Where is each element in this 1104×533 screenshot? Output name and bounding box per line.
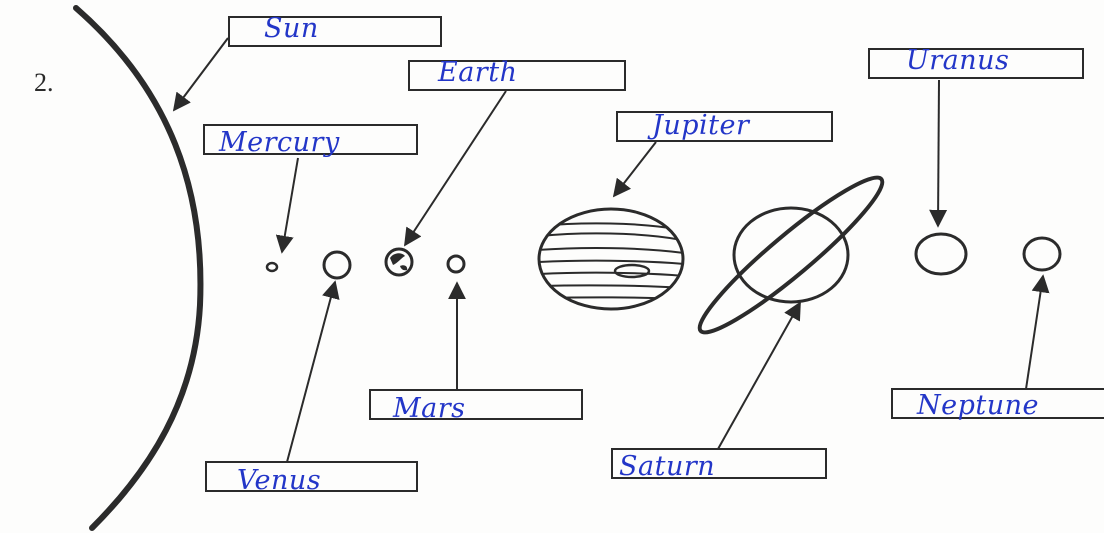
sun-arrow: [174, 38, 228, 110]
jupiter-planet: [538, 209, 684, 309]
uranus-label-box[interactable]: Uranus: [868, 48, 1084, 79]
mercury-planet: [267, 263, 277, 271]
mars-planet: [448, 256, 464, 272]
mercury-arrow: [282, 158, 298, 252]
venus-arrow: [287, 282, 335, 462]
saturn-label: Saturn: [619, 453, 715, 480]
neptune-arrow: [1026, 276, 1043, 389]
mercury-label: Mercury: [219, 129, 340, 156]
earth-arrow: [405, 91, 506, 245]
jupiter-label: Jupiter: [652, 112, 749, 139]
uranus-planet: [916, 234, 966, 274]
neptune-planet: [1024, 238, 1060, 270]
earth-label: Earth: [438, 59, 517, 86]
mars-label: Mars: [393, 395, 466, 422]
saturn-label-box[interactable]: Saturn: [611, 448, 827, 479]
uranus-arrow: [938, 80, 939, 226]
neptune-label-box[interactable]: Neptune: [891, 388, 1104, 419]
venus-label-box[interactable]: Venus: [205, 461, 418, 492]
uranus-label: Uranus: [906, 47, 1009, 74]
sun-label-box[interactable]: Sun: [228, 16, 442, 47]
mercury-label-box[interactable]: Mercury: [203, 124, 418, 155]
venus-planet: [324, 252, 350, 278]
sun-label: Sun: [264, 15, 319, 42]
question-number: 2.: [34, 68, 54, 98]
earth-label-box[interactable]: Earth: [408, 60, 626, 91]
venus-label: Venus: [237, 467, 321, 494]
mars-label-box[interactable]: Mars: [369, 389, 583, 420]
jupiter-arrow: [614, 142, 656, 196]
jupiter-label-box[interactable]: Jupiter: [616, 111, 833, 142]
earth-planet: [386, 249, 412, 275]
neptune-label: Neptune: [917, 392, 1039, 419]
sun-arc: [76, 8, 200, 528]
